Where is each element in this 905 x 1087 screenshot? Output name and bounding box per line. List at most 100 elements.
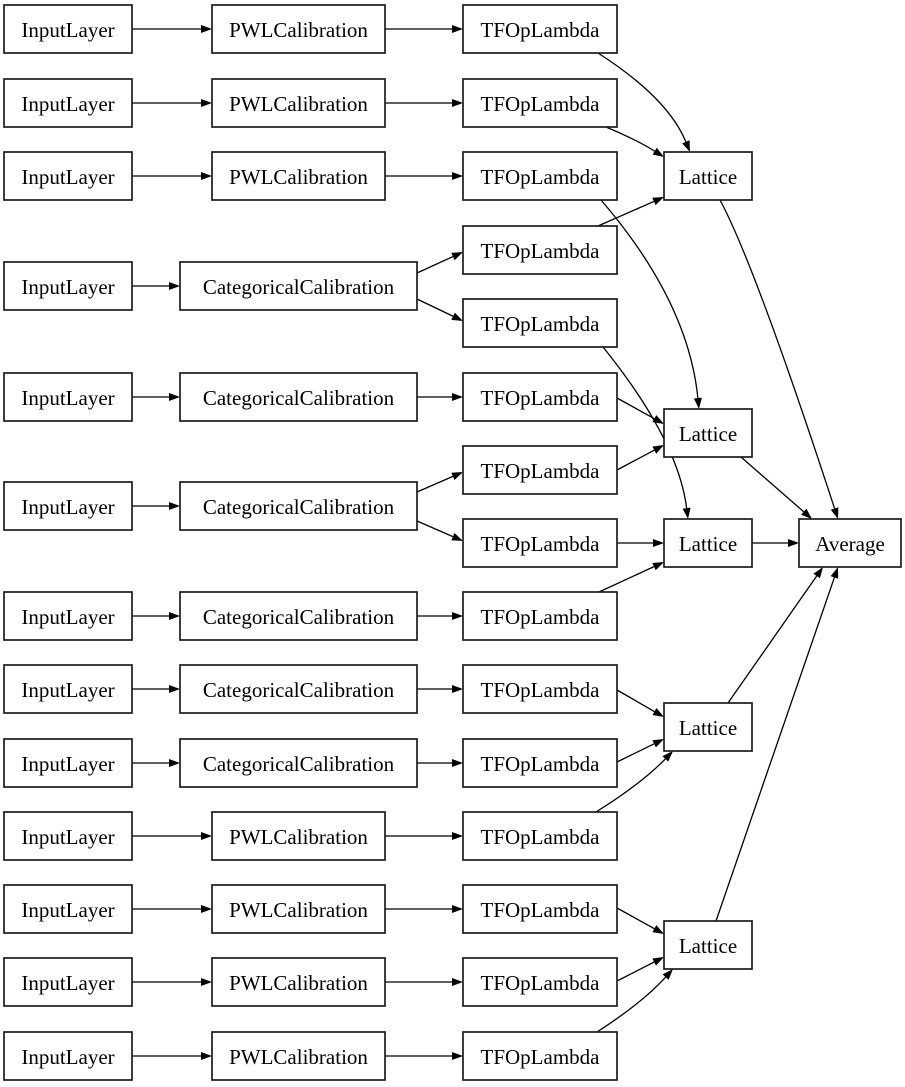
node-p6: PWLCalibration (211, 957, 386, 1007)
edge-t4-l1 (597, 197, 664, 227)
node-i4: InputLayer (3, 261, 133, 311)
node-box (211, 151, 386, 201)
edge-t1-l1 (597, 52, 690, 152)
node-i10: InputLayer (3, 811, 133, 861)
edge-i13-p7 (132, 1052, 212, 1060)
node-t9: TFOpLambda (462, 591, 618, 641)
arrowhead-icon (452, 685, 463, 693)
node-avg: Average (798, 518, 902, 568)
node-label: Lattice (679, 532, 737, 556)
edge-c2-t6 (417, 393, 463, 401)
node-box (3, 151, 133, 201)
arrowhead-icon (452, 1052, 463, 1060)
node-box (3, 884, 133, 934)
arrowhead-icon (169, 282, 180, 290)
edge-p1-t1 (385, 25, 463, 33)
edge-t12-l4 (595, 751, 673, 813)
node-t6: TFOpLambda (462, 372, 618, 422)
node-label: CategoricalCalibration (203, 605, 395, 629)
edge-i11-p5 (132, 905, 212, 913)
node-t2: TFOpLambda (462, 78, 618, 128)
node-t3: TFOpLambda (462, 151, 618, 201)
arrowhead-icon (652, 197, 664, 206)
node-p5: PWLCalibration (211, 884, 386, 934)
node-l1: Lattice (663, 151, 753, 201)
arrowhead-icon (451, 252, 463, 261)
node-box (462, 4, 618, 54)
node-label: TFOpLambda (481, 459, 601, 483)
node-t13: TFOpLambda (462, 884, 618, 934)
edge-l2-avg (740, 456, 812, 519)
edge-t10-l4 (616, 689, 664, 717)
node-t5: TFOpLambda (462, 298, 618, 348)
arrowhead-icon (452, 612, 463, 620)
node-label: TFOpLambda (481, 971, 601, 995)
node-label: InputLayer (21, 92, 114, 116)
node-box (462, 78, 618, 128)
edge-l1-avg (719, 199, 839, 519)
node-label: InputLayer (21, 605, 114, 629)
arrowhead-icon (452, 978, 463, 986)
arrowhead-icon (652, 147, 664, 157)
arrowhead-icon (169, 393, 180, 401)
node-label: CategoricalCalibration (203, 275, 395, 299)
arrowhead-icon (452, 759, 463, 767)
node-label: Lattice (679, 716, 737, 740)
edge-line (740, 456, 805, 513)
node-box (3, 591, 133, 641)
edge-t14-l5 (616, 957, 664, 982)
node-t8: TFOpLambda (462, 518, 618, 568)
edge-t3-l2 (600, 199, 702, 409)
node-label: TFOpLambda (481, 386, 601, 410)
arrowhead-icon (169, 759, 180, 767)
node-label: PWLCalibration (229, 825, 368, 849)
node-box (663, 702, 753, 752)
node-l5: Lattice (663, 920, 753, 970)
edge-line (719, 199, 836, 509)
arrowhead-icon (451, 312, 463, 321)
node-box (179, 738, 418, 788)
node-t15: TFOpLambda (462, 1031, 618, 1081)
edge-line (616, 961, 655, 982)
edge-line (596, 976, 667, 1033)
edge-t6-l2 (616, 397, 664, 424)
node-i5: InputLayer (3, 372, 133, 422)
arrowhead-icon (788, 539, 799, 547)
edge-t5-l3 (602, 346, 691, 519)
edge-p2-t2 (385, 99, 463, 107)
node-box (798, 518, 902, 568)
arrowhead-icon (662, 969, 673, 980)
arrowhead-icon (830, 507, 839, 519)
node-label: TFOpLambda (481, 752, 601, 776)
node-i9: InputLayer (3, 738, 133, 788)
node-box (462, 518, 618, 568)
edge-c4-t9 (417, 612, 463, 620)
node-box (211, 1031, 386, 1081)
node-box (462, 957, 618, 1007)
edge-p7-t15 (385, 1052, 463, 1060)
node-label: TFOpLambda (481, 532, 601, 556)
node-label: CategoricalCalibration (203, 678, 395, 702)
node-box (3, 78, 133, 128)
edge-line (602, 346, 688, 509)
arrowhead-icon (452, 172, 463, 180)
arrowhead-icon (169, 685, 180, 693)
node-box (179, 664, 418, 714)
node-c1: CategoricalCalibration (179, 261, 418, 311)
node-l2: Lattice (663, 408, 753, 458)
edge-l5-avg (715, 567, 839, 922)
node-label: TFOpLambda (481, 898, 601, 922)
arrowhead-icon (682, 140, 690, 152)
node-label: CategoricalCalibration (203, 386, 395, 410)
node-box (462, 298, 618, 348)
node-box (179, 261, 418, 311)
node-label: Lattice (679, 934, 737, 958)
arrowhead-icon (201, 832, 212, 840)
node-box (462, 445, 618, 495)
edge-l4-avg (727, 567, 823, 704)
arrowhead-icon (830, 567, 839, 579)
node-box (462, 884, 618, 934)
edge-line (597, 200, 655, 227)
edge-c1-t5 (416, 298, 463, 321)
